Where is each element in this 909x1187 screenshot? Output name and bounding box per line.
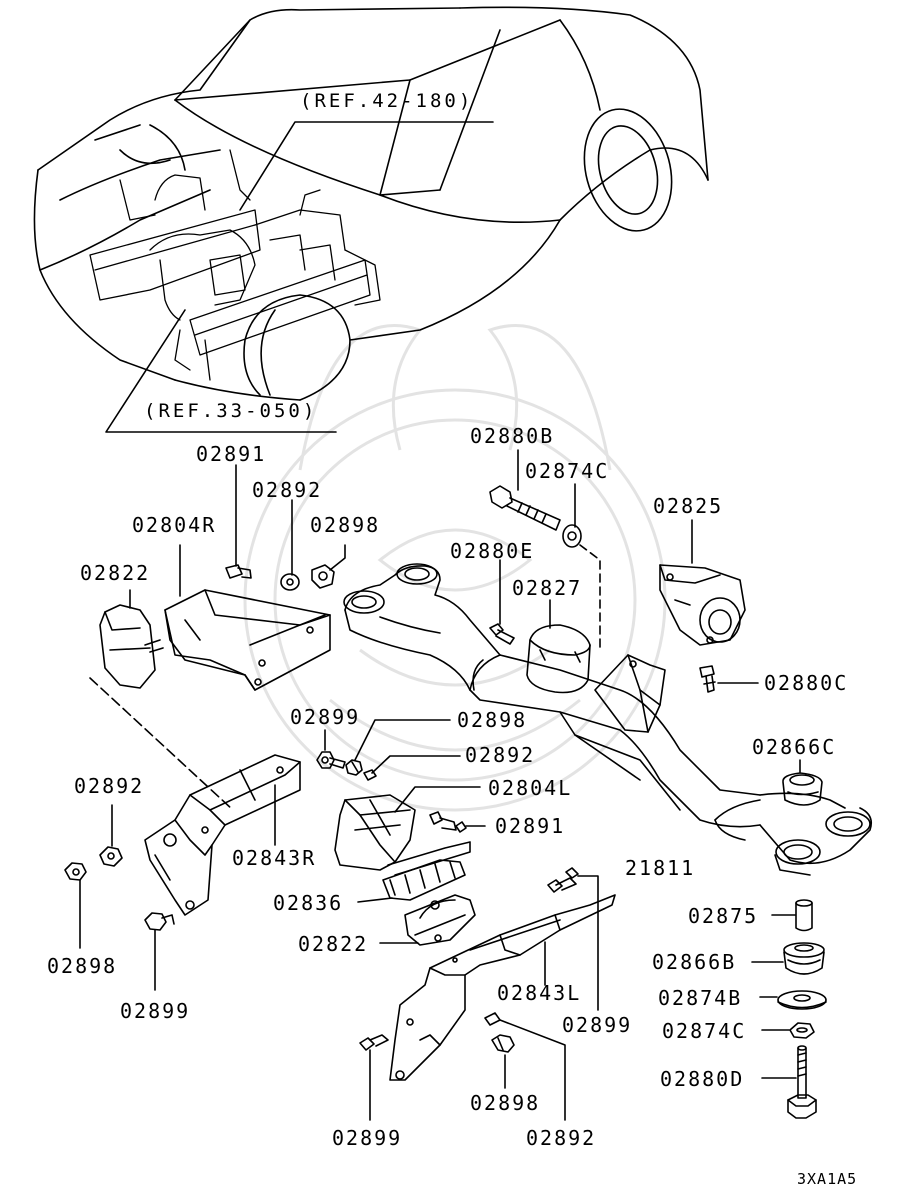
nut-02892-mid (363, 769, 377, 781)
bolt-02899-mid (316, 751, 346, 769)
reference-label-42-180[interactable]: (REF.42-180) (300, 90, 474, 112)
part-label-02804R[interactable]: 02804R (132, 513, 217, 537)
part-label-02827[interactable]: 02827 (512, 576, 583, 600)
part-label-02880B[interactable]: 02880B (470, 424, 555, 448)
bolt-02880B (489, 485, 561, 531)
bracket-02843L (389, 894, 616, 1081)
bracket-02843R (144, 754, 301, 916)
washer-02874C-bottom (789, 1022, 815, 1039)
bolt-02899-bottom (359, 1034, 389, 1051)
part-label-02874B[interactable]: 02874B (658, 986, 743, 1010)
insulator-02836 (382, 859, 466, 901)
vehicle-outline (33, 6, 709, 401)
part-label-02899[interactable]: 02899 (562, 1013, 633, 1037)
bolt-02891-top (225, 564, 252, 579)
bushing-02827 (526, 624, 591, 694)
part-label-02843R[interactable]: 02843R (232, 846, 317, 870)
part-label-21811[interactable]: 21811 (625, 856, 696, 880)
part-label-02874C[interactable]: 02874C (525, 459, 610, 483)
bolt-02899-left (144, 912, 175, 931)
part-label-02898[interactable]: 02898 (310, 513, 381, 537)
bolt-02880E (489, 623, 515, 645)
bolt-02880D (787, 1045, 817, 1119)
figure-code: 3XA1A5 (797, 1170, 858, 1187)
bolt-02880C (699, 665, 716, 693)
sleeve-02875 (795, 899, 813, 932)
part-label-02880E[interactable]: 02880E (450, 539, 535, 563)
reference-label-33-050[interactable]: (REF.33-050) (144, 400, 318, 422)
part-label-02880D[interactable]: 02880D (660, 1067, 745, 1091)
nut-02898-top (311, 564, 335, 589)
part-label-02843L[interactable]: 02843L (497, 981, 582, 1005)
part-label-02836[interactable]: 02836 (273, 891, 344, 915)
part-label-02880C[interactable]: 02880C (764, 671, 849, 695)
part-label-02866B[interactable]: 02866B (652, 950, 737, 974)
part-label-02899[interactable]: 02899 (120, 999, 191, 1023)
part-label-02822[interactable]: 02822 (80, 561, 151, 585)
part-label-02891[interactable]: 02891 (196, 442, 267, 466)
nut-02898-bottom (491, 1034, 515, 1053)
bracket-02804R (164, 589, 331, 691)
part-label-02892[interactable]: 02892 (74, 774, 145, 798)
part-label-02874C[interactable]: 02874C (662, 1019, 747, 1043)
bracket-mid (594, 654, 666, 733)
bolt-02899-right (547, 867, 579, 893)
mount-02822-mid (404, 894, 476, 946)
nut-02898-left (64, 862, 87, 881)
mount-02825 (659, 564, 746, 646)
part-label-02899[interactable]: 02899 (290, 705, 361, 729)
nut-02892-bottom (484, 1012, 501, 1026)
part-label-02825[interactable]: 02825 (653, 494, 724, 518)
part-label-02891[interactable]: 02891 (495, 814, 566, 838)
bush-02866B (783, 942, 825, 975)
engine-bay-details (89, 149, 381, 381)
washer-02874B (777, 990, 827, 1010)
part-label-02875[interactable]: 02875 (688, 904, 759, 928)
part-label-02899[interactable]: 02899 (332, 1126, 403, 1150)
part-label-02892[interactable]: 02892 (465, 743, 536, 767)
part-label-02898[interactable]: 02898 (470, 1091, 541, 1115)
part-label-02822[interactable]: 02822 (298, 932, 369, 956)
part-label-02804L[interactable]: 02804L (488, 776, 573, 800)
part-label-02898[interactable]: 02898 (457, 708, 528, 732)
nut-02892-top (280, 573, 300, 591)
nut-02898-mid (345, 759, 363, 776)
crossmember-21811 (343, 563, 873, 876)
part-label-02892[interactable]: 02892 (526, 1126, 597, 1150)
washer-02874C-top (562, 524, 582, 548)
bolt-02891-mid (429, 811, 467, 833)
part-label-02892[interactable]: 02892 (252, 478, 323, 502)
mount-02822-left (99, 604, 164, 689)
nut-02892-left (99, 846, 123, 867)
part-label-02898[interactable]: 02898 (47, 954, 118, 978)
part-label-02866C[interactable]: 02866C (752, 735, 837, 759)
bush-02866C (782, 772, 823, 806)
